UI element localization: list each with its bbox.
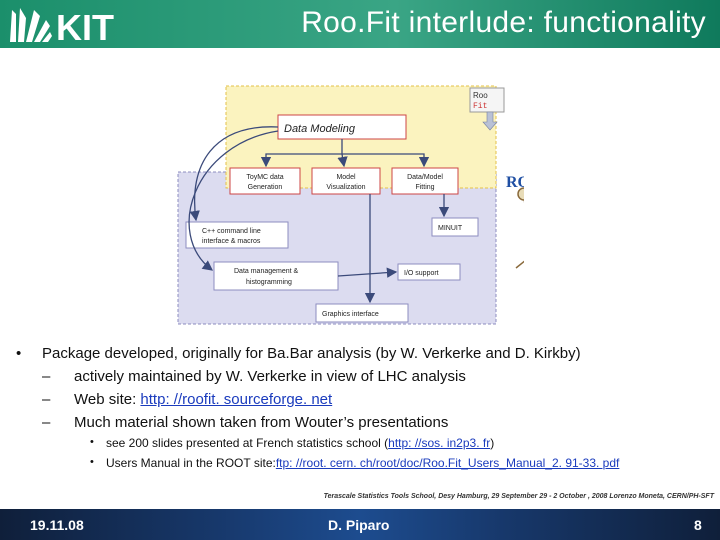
roofit-architecture-diagram: Roo Fit Data Modeling ToyMC data Generat… [174, 84, 524, 326]
dash-marker: – [42, 414, 50, 431]
slide-footer: 19.11.08 D. Piparo 8 [0, 509, 720, 540]
users-manual-link[interactable]: ftp: //root. cern. ch/root/doc/Roo.Fit_U… [276, 456, 620, 470]
sub-bullet-marker: • [90, 456, 94, 468]
svg-text:ToyMC data: ToyMC data [246, 174, 283, 181]
svg-text:C++ command line: C++ command line [202, 228, 261, 235]
bullet-package-developed: Package developed, originally for Ba.Bar… [42, 345, 702, 362]
root-tree-icon [516, 188, 524, 270]
svg-text:Fitting: Fitting [415, 184, 434, 191]
svg-text:Generation: Generation [248, 184, 283, 191]
svg-text:Model: Model [336, 174, 356, 181]
footer-date: 19.11.08 [30, 517, 84, 533]
svg-text:Graphics interface: Graphics interface [322, 311, 379, 318]
sub-bullet-slides: see 200 slides presented at French stati… [106, 436, 494, 450]
svg-text:interface & macros: interface & macros [202, 238, 261, 245]
roofit-website-link[interactable]: http: //roofit. sourceforge. net [140, 391, 332, 408]
svg-text:Roo: Roo [473, 91, 488, 100]
svg-text:MINUIT: MINUIT [438, 225, 463, 232]
footer-author: D. Piparo [328, 517, 389, 533]
school-citation: Terascale Statistics Tools School, Desy … [296, 493, 714, 500]
sub-bullet-marker: • [90, 436, 94, 448]
bullet-actively-maintained: actively maintained by W. Verkerke in vi… [74, 368, 466, 385]
slide-title: Roo.Fit interlude: functionality [301, 6, 706, 40]
svg-text:I/O support: I/O support [404, 270, 439, 277]
svg-text:Data Modeling: Data Modeling [284, 123, 356, 135]
kit-logo-text: KIT [56, 7, 114, 44]
svg-text:Data/Model: Data/Model [407, 174, 443, 181]
svg-text:histogramming: histogramming [246, 279, 292, 286]
kit-logo: KIT [6, 4, 124, 44]
dash-marker: – [42, 368, 50, 385]
sos-link[interactable]: http: //sos. in2p3. fr [388, 436, 490, 450]
bullet-website: Web site: http: //roofit. sourceforge. n… [74, 391, 332, 408]
footer-page-number: 8 [694, 517, 702, 533]
svg-text:Data management &: Data management & [234, 268, 299, 275]
bullet-material: Much material shown taken from Wouter’s … [74, 414, 448, 431]
slide-header: KIT Roo.Fit interlude: functionality [0, 0, 720, 48]
sub-bullet-manual: Users Manual in the ROOT site:ftp: //roo… [106, 456, 619, 470]
svg-text:Fit: Fit [473, 102, 487, 111]
svg-text:Visualization: Visualization [326, 184, 365, 191]
dash-marker: – [42, 391, 50, 408]
bullet-marker: • [16, 345, 21, 362]
